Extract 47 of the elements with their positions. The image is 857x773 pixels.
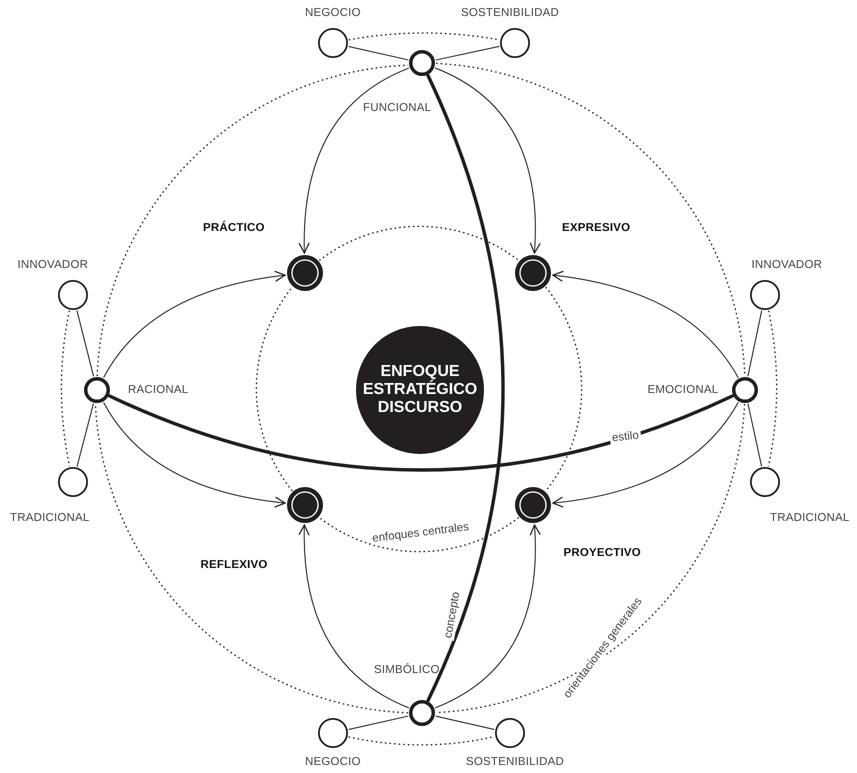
dotted-line [436,62,746,376]
dotted-line [348,32,500,40]
node-label: SOSTENIBILIDAD [466,756,564,768]
connector-line [348,716,409,730]
arrow [552,270,739,378]
dotted-line [318,226,520,262]
thick-curve [108,394,734,472]
node-label: EMOCIONAL [648,384,718,396]
dotted-line [256,286,293,492]
node-label: FUNCIONAL [363,102,432,114]
dotted-line [318,516,520,552]
core-circle: ENFOQUE ESTRATÉGICO DISCURSO [356,326,484,454]
edge-label: estilo [608,429,641,445]
arrow [298,524,410,708]
node-label: NEGOCIO [305,756,361,768]
node-label: TRADICIONAL [770,512,850,524]
node-label: REFLEXIVO [200,559,268,571]
node-label: SOSTENIBILIDAD [461,7,560,19]
node-label: NEGOCIO [305,7,361,19]
connector-line [348,46,409,60]
node-label: TRADICIONAL [10,512,90,524]
arrow [103,402,286,508]
connector-line [747,310,762,377]
node-label: SIMBÓLICO [374,664,440,676]
arrow [552,402,739,508]
dotted-line [545,286,582,492]
edge-label: enfoques centrales [369,520,472,546]
node-label: RACIONAL [128,384,188,396]
node-label: INNOVADOR [18,259,88,271]
arrow [298,68,410,254]
dotted-line [768,310,778,466]
node-label: EXPRESIVO [562,222,630,234]
connector-line [435,46,500,61]
arrow [434,524,540,708]
dotted-line [60,310,70,466]
dotted-line [94,404,408,714]
node-label: INNOVADOR [752,259,822,271]
connector-line [76,310,94,377]
thick-curve [426,74,505,702]
connector-line [435,716,495,730]
node-label: PROYECTIVO [564,547,641,559]
arrow [103,270,286,378]
dotted-line [96,64,408,376]
arrow [434,68,540,254]
connector-line [747,403,762,467]
node-label: PRÁCTICO [203,222,265,234]
connector-line [76,403,94,468]
